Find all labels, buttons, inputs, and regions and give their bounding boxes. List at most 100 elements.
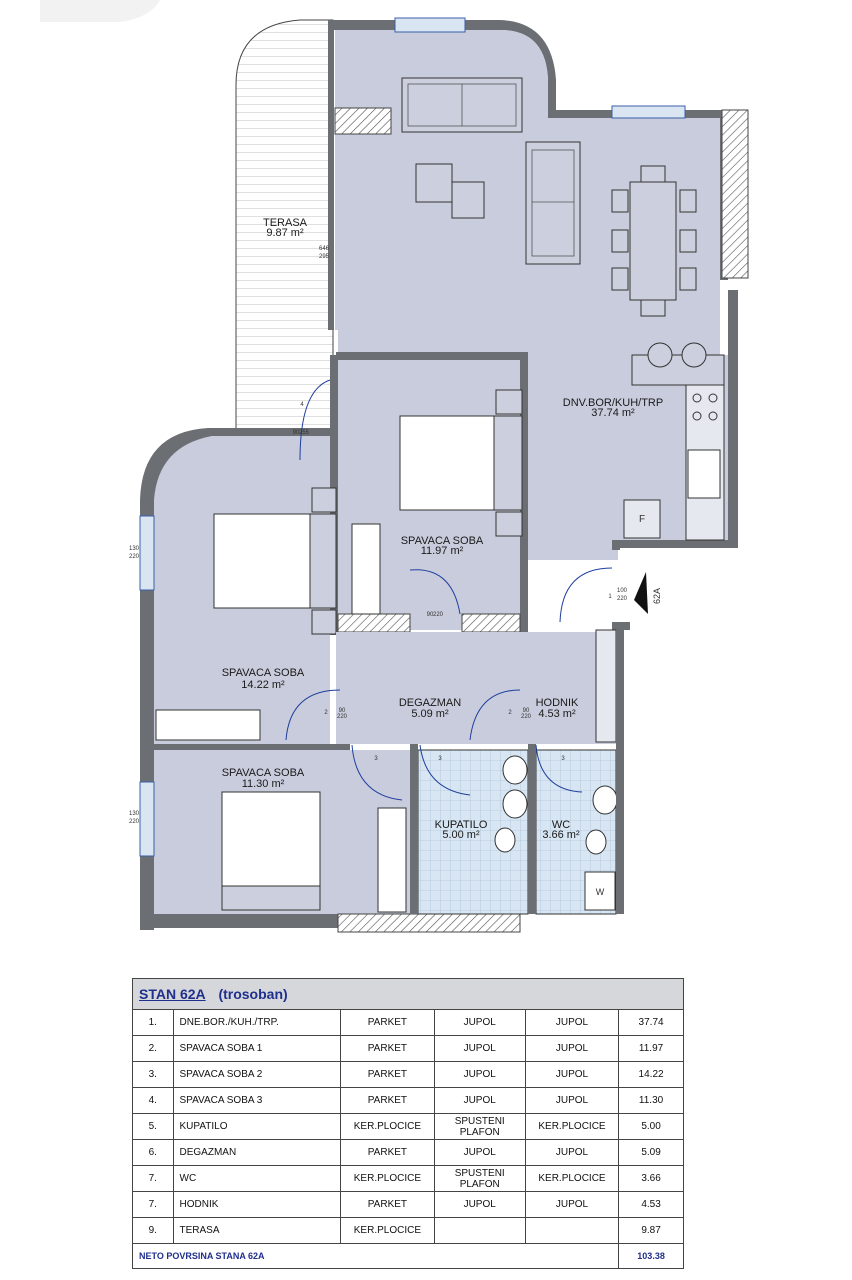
cell-walls: JUPOL [524,1009,620,1036]
cell-ceiling: JUPOL [433,1087,526,1114]
room-name-wc: WC [552,819,570,831]
cell-room: TERASA [172,1217,342,1244]
cell-area: 9.87 [618,1217,684,1244]
svg-text:2: 2 [508,710,512,716]
svg-text:90: 90 [293,430,300,436]
sofa [525,141,581,265]
bar-counter [631,354,725,386]
svg-text:220: 220 [337,714,348,720]
room-name-soba2: SPAVACA SOBA [222,667,305,679]
floor-plan: F W [40,0,749,933]
cell-walls: JUPOL [524,1139,620,1166]
svg-text:295: 295 [319,254,330,260]
cell-floor: KER.PLOCICE [340,1113,435,1140]
room-name-degazman: DEGAZMAN [399,697,461,709]
cell-walls: JUPOL [524,1061,620,1088]
svg-text:4: 4 [300,402,304,408]
column [334,107,392,135]
column [721,109,749,279]
sink [502,789,528,819]
total-label: NETO POVRSINA STANA 62A [131,1243,620,1269]
cell-area: 11.30 [618,1087,684,1114]
cell-no: 3. [132,1061,174,1088]
room-name-terasa: TERASA [263,217,308,229]
svg-text:220: 220 [129,554,140,560]
total-value: 103.38 [618,1243,684,1269]
room-area-terasa: 9.87 m² [266,227,304,239]
room-area-dnevni: 37.74 m² [591,407,635,419]
coffee-table [415,163,453,203]
cell-room: DNE.BOR./KUH./TRP. [172,1009,342,1036]
entrance-label: 62A [652,588,662,604]
wardrobe [155,709,261,741]
svg-text:2: 2 [324,710,328,716]
svg-text:255: 255 [299,430,310,436]
cell-ceiling: JUPOL [433,1061,526,1088]
svg-text:220: 220 [433,612,444,618]
cell-area: 5.09 [618,1139,684,1166]
table-subtitle: (trosoban) [218,986,288,1002]
cell-no: 7. [132,1165,174,1192]
room-area-hodnik: 4.53 m² [538,708,576,720]
sink [502,755,528,785]
cell-room: HODNIK [172,1191,342,1218]
cell-walls: KER.PLOCICE [524,1165,620,1192]
cell-ceiling [433,1217,526,1244]
sink [592,785,618,815]
cell-room: DEGAZMAN [172,1139,342,1166]
room-area-soba1: 11.97 m² [421,545,464,557]
window [394,17,466,33]
wall [336,352,528,360]
cell-room: WC [172,1165,342,1192]
cell-room: SPAVACA SOBA 1 [172,1035,342,1062]
room-name-dnevni: DNV.BOR/KUH/TRP [563,397,663,409]
cell-ceiling: JUPOL [433,1191,526,1218]
corner-shape [40,0,160,22]
svg-text:90: 90 [523,708,530,714]
fridge-label: F [639,514,645,525]
bed [221,791,321,887]
table-title: STAN 62A [139,986,206,1002]
cell-ceiling: SPUSTENI PLAFON [433,1113,526,1140]
svg-text:90: 90 [339,708,346,714]
svg-text:220: 220 [521,714,532,720]
room-schedule: STAN 62A (trosoban) 1.DNE.BOR./KUH./TRP.… [131,978,684,1269]
dimension-labels: 100 220 646 295 130 220 130 220 90 220 9… [129,246,628,825]
living-floor [335,30,728,560]
cell-floor: PARKET [340,1191,435,1218]
cell-area: 4.53 [618,1191,684,1218]
svg-text:100: 100 [617,588,628,594]
cell-ceiling: JUPOL [433,1009,526,1036]
room-labels: TERASA 9.87 m² DNV.BOR/KUH/TRP 37.74 m² … [222,217,664,841]
cell-walls: JUPOL [524,1035,620,1062]
cell-no: 9. [132,1217,174,1244]
room-area-soba3: 11.30 m² [242,778,285,790]
svg-text:90: 90 [427,612,434,618]
svg-text:1: 1 [608,594,612,600]
window [139,781,155,857]
bed [399,415,495,511]
room-area-degazman: 5.09 m² [411,708,449,720]
cell-area: 14.22 [618,1061,684,1088]
kitchen-sink [687,449,721,499]
wardrobe [377,807,407,913]
bed [213,513,311,609]
door-swings [285,379,613,801]
wall-hatch [337,613,411,633]
cell-no: 2. [132,1035,174,1062]
cell-no: 5. [132,1113,174,1140]
svg-text:3: 3 [561,756,565,762]
wall-hatch [337,913,521,933]
cell-floor: KER.PLOCICE [340,1217,435,1244]
room-name-kupatilo: KUPATILO [435,819,488,831]
svg-text:130: 130 [129,811,140,817]
cell-area: 37.74 [618,1009,684,1036]
cell-floor: KER.PLOCICE [340,1165,435,1192]
cell-ceiling: JUPOL [433,1139,526,1166]
